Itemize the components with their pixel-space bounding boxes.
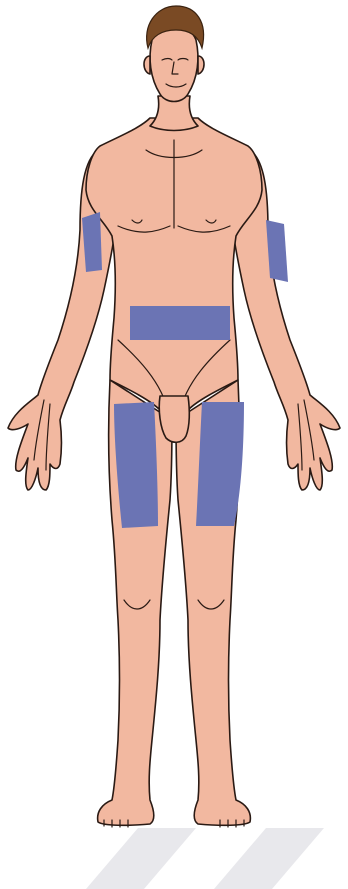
- injection-zone-left-thigh: [114, 402, 158, 528]
- groin: [159, 396, 189, 442]
- injection-zone-abdomen: [130, 306, 230, 340]
- floor-shadow: [86, 828, 324, 889]
- head: [144, 6, 204, 102]
- injection-zone-right-thigh: [196, 402, 244, 526]
- torso: [86, 118, 262, 415]
